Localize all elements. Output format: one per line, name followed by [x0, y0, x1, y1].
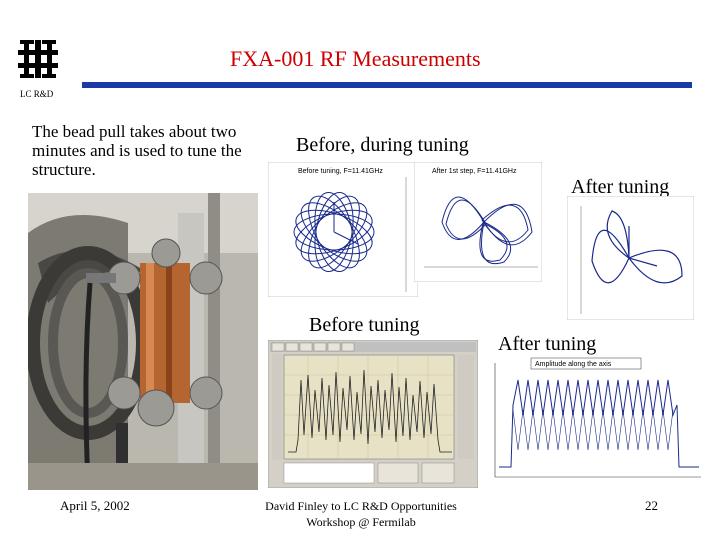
polar-plot-before: Before tuning, F=11.41GHz	[268, 162, 418, 297]
fermilab-logo	[18, 40, 58, 78]
polar-plot-during: After 1st step, F=11.41GHz	[414, 162, 542, 282]
caption-before-during: Before, during tuning	[296, 134, 469, 156]
caption-after-tuning-bottom: After tuning	[498, 333, 597, 355]
footer-event: David Finley to LC R&D Opportunities Wor…	[245, 498, 477, 530]
slide-title: FXA-001 RF Measurements	[230, 46, 481, 71]
footer-date: April 5, 2002	[60, 498, 130, 513]
intro-text: The bead pull takes about two minutes an…	[32, 122, 242, 179]
scan-before-tuning	[268, 340, 478, 488]
bead-pull-photo	[28, 193, 258, 490]
footer-event-line2: Workshop @ Fermilab	[306, 515, 416, 529]
polar-plot-before-title: Before tuning, F=11.41GHz	[298, 168, 383, 175]
page-number: 22	[645, 498, 658, 513]
caption-after-tuning-top: After tuning	[571, 176, 670, 198]
scan-after-title: Amplitude along the axis	[535, 361, 612, 368]
lab-label: LC R&D	[20, 89, 54, 99]
footer-event-line1: David Finley to LC R&D Opportunities	[265, 499, 457, 513]
polar-plot-after	[567, 196, 694, 320]
scan-after-tuning: Amplitude along the axis	[481, 355, 704, 491]
title-rule	[82, 82, 692, 88]
title-rule-gap	[82, 89, 692, 91]
polar-plot-during-title: After 1st step, F=11.41GHz	[432, 168, 517, 175]
caption-before-tuning: Before tuning	[309, 314, 420, 336]
